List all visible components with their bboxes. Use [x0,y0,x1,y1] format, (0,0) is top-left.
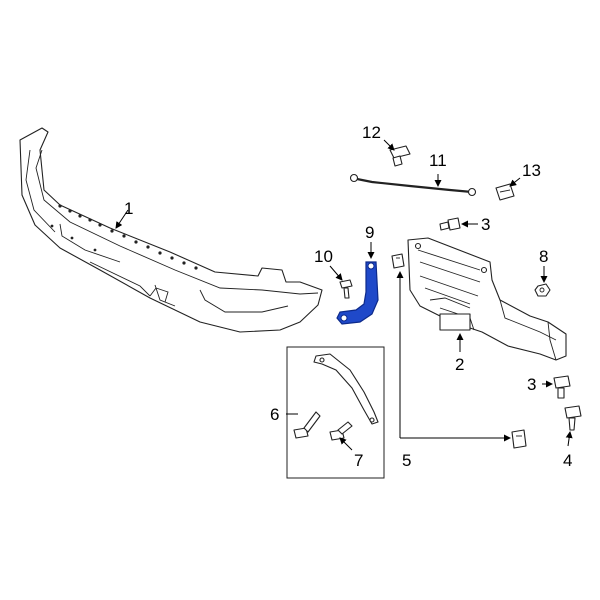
callout-12: 12 [362,123,381,142]
leader-lines [115,139,573,451]
callout-labels: 1 2 3 3 4 5 6 7 8 9 10 11 12 13 [124,123,572,470]
callout-6: 6 [270,405,279,424]
bumper-brace-highlighted[interactable] [336,261,379,325]
callout-4: 4 [563,451,572,470]
mounting-bracket [407,237,567,361]
callout-2: 2 [455,355,464,374]
nut-5-upper [391,253,405,269]
callout-1: 1 [124,199,133,218]
callout-11: 11 [429,151,447,170]
bolt-3-upper [439,217,461,231]
bolt-4 [564,405,582,431]
callout-3-lower: 3 [527,375,536,394]
bolt-3-lower [553,375,571,399]
nut-8 [534,283,551,297]
callout-13: 13 [522,161,541,180]
bolt-6 [293,411,321,439]
rod-11 [349,173,477,197]
callout-5: 5 [402,451,411,470]
callout-9: 9 [365,223,374,242]
clip-13 [495,183,515,201]
nut-5-lower [511,429,527,449]
bolt-10 [339,279,353,299]
callout-7: 7 [354,451,363,470]
callout-10: 10 [314,247,333,266]
inset-box [286,346,385,479]
bumper-face-bar [19,127,323,333]
bolt-12 [389,145,411,167]
callout-3-upper: 3 [481,215,490,234]
callout-8: 8 [539,247,548,266]
